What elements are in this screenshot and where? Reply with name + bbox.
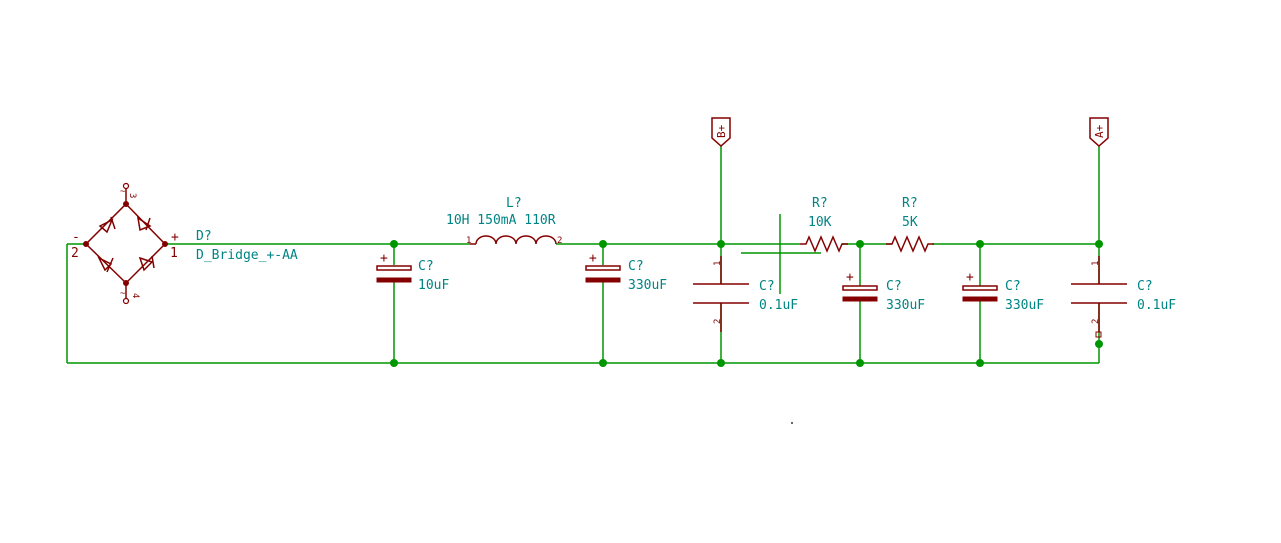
c2-value[interactable]: 330uF	[628, 278, 667, 293]
junction-dot[interactable]	[599, 359, 607, 367]
resistor-r2[interactable]	[886, 235, 934, 253]
capacitor-c5[interactable]	[962, 285, 998, 302]
bridge-minus-sign: -	[72, 230, 80, 245]
r2-value[interactable]: 5K	[902, 215, 918, 230]
port-b-plus-label: B+	[715, 124, 728, 138]
junction-dot[interactable]	[976, 359, 984, 367]
inductor-value[interactable]: 10H 150mA 110R	[446, 213, 556, 228]
port-a-plus-label: A+	[1093, 124, 1106, 138]
junction-dot[interactable]	[976, 240, 984, 248]
junction-dot[interactable]	[1095, 240, 1103, 248]
capacitor-c3[interactable]	[693, 256, 749, 332]
bridge-pin-minus-number: 2	[71, 246, 79, 261]
r2-ref[interactable]: R?	[902, 196, 918, 211]
inductor-pin2: 2	[557, 236, 562, 246]
bridge-ac2-tilde: ~	[120, 289, 126, 299]
c4-ref[interactable]: C?	[886, 279, 902, 294]
capacitor-c4[interactable]	[842, 285, 878, 302]
port-a-plus[interactable]: A+	[1089, 117, 1109, 148]
c5-plus: +	[966, 270, 974, 285]
c5-ref[interactable]: C?	[1005, 279, 1021, 294]
c1-value[interactable]: 10uF	[418, 278, 449, 293]
cursor-dot	[791, 422, 793, 424]
c1-ref[interactable]: C?	[418, 259, 434, 274]
junction-dot[interactable]	[1095, 340, 1103, 348]
bridge-pin-ac1-number: 3	[127, 193, 137, 198]
resistor-r1[interactable]	[800, 235, 848, 253]
capacitor-c2[interactable]	[585, 265, 621, 283]
bridge-plus-sign: +	[171, 230, 179, 245]
c6-ref[interactable]: C?	[1137, 279, 1153, 294]
c2-plus: +	[589, 251, 597, 266]
junction-dot[interactable]	[599, 240, 607, 248]
c3-pin1: 1	[713, 261, 723, 266]
c2-ref[interactable]: C?	[628, 259, 644, 274]
bridge-pin-ac2-number: 4	[130, 293, 140, 298]
junction-dot[interactable]	[390, 359, 398, 367]
junction-dot[interactable]	[717, 359, 725, 367]
c5-value[interactable]: 330uF	[1005, 298, 1044, 313]
bridge-ref[interactable]: D?	[196, 229, 212, 244]
junction-dot[interactable]	[856, 240, 864, 248]
r1-value[interactable]: 10K	[808, 215, 832, 230]
junction-dot[interactable]	[717, 240, 725, 248]
r1-ref[interactable]: R?	[812, 196, 828, 211]
capacitor-c1[interactable]	[376, 265, 412, 283]
bridge-pin-plus-number: 1	[170, 246, 178, 261]
capacitor-c6[interactable]	[1071, 256, 1127, 338]
c6-pin2: 2	[1091, 319, 1101, 324]
inductor-pin1: 1	[466, 236, 471, 246]
junctions	[390, 240, 1103, 367]
c4-value[interactable]: 330uF	[886, 298, 925, 313]
inductor-ref[interactable]: L?	[506, 196, 522, 211]
c6-value[interactable]: 0.1uF	[1137, 298, 1176, 313]
junction-dot[interactable]	[390, 240, 398, 248]
bridge-value[interactable]: D_Bridge_+-AA	[196, 248, 298, 263]
c3-value[interactable]: 0.1uF	[759, 298, 798, 313]
inductor[interactable]	[470, 235, 557, 245]
bridge-ac1-tilde: ~	[120, 187, 126, 197]
bridge-rectifier[interactable]	[83, 182, 168, 305]
wires	[66, 146, 1100, 364]
c6-pin1: 1	[1091, 261, 1101, 266]
c3-ref[interactable]: C?	[759, 279, 775, 294]
junction-dot[interactable]	[856, 359, 864, 367]
port-b-plus[interactable]: B+	[711, 117, 731, 148]
c3-pin2: 2	[713, 319, 723, 324]
c1-plus: +	[380, 251, 388, 266]
c4-plus: +	[846, 270, 854, 285]
